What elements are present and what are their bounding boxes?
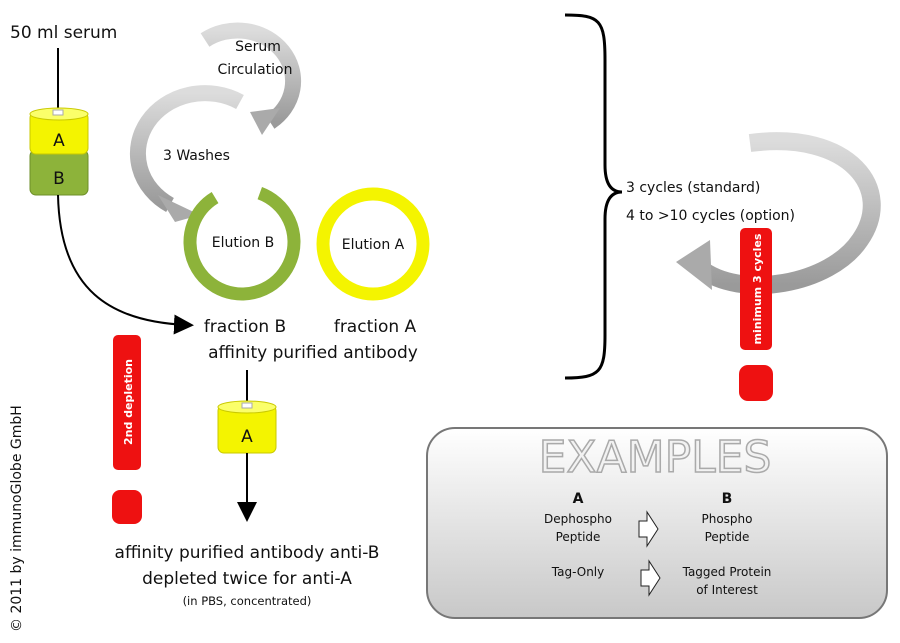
result-note: (in PBS, concentrated) bbox=[183, 594, 312, 608]
example-b-1-line2: Peptide bbox=[705, 530, 750, 544]
serum-label: Serum bbox=[235, 39, 281, 55]
warning-exclamation-icon: 2nd depletion bbox=[112, 335, 142, 524]
standard-cycles-label: 3 cycles (standard) bbox=[626, 180, 760, 196]
depletion-column-label: A bbox=[241, 427, 253, 447]
warning-exclamation-icon: minimum 3 cycles bbox=[739, 228, 773, 401]
depletion-column-a: A bbox=[217, 400, 277, 454]
option-cycles-label: 4 to >10 cycles (option) bbox=[626, 208, 795, 224]
column-label-b: B bbox=[53, 169, 65, 189]
second-depletion-label: 2nd depletion bbox=[122, 359, 135, 445]
elution-b-label: Elution B bbox=[212, 235, 274, 251]
example-a-1-line2: Peptide bbox=[556, 530, 601, 544]
result-line-1: affinity purified antibody anti-B bbox=[115, 543, 380, 563]
fraction-b-label: fraction B bbox=[204, 317, 286, 337]
arrowhead-icon bbox=[158, 195, 200, 222]
minimum-cycles-label: minimum 3 cycles bbox=[751, 233, 764, 344]
examples-box: EXAMPLES A B Dephospho Peptide Phospho P… bbox=[426, 427, 888, 619]
arrowhead-icon bbox=[676, 240, 712, 290]
elution-a-ring bbox=[316, 187, 430, 301]
bracket bbox=[564, 13, 623, 380]
example-a-1-line1: Dephospho bbox=[544, 512, 612, 526]
elution-a-label: Elution A bbox=[342, 237, 405, 253]
examples-title: EXAMPLES bbox=[539, 432, 772, 483]
washes-arrow bbox=[129, 85, 244, 213]
circulation-label: Circulation bbox=[218, 62, 293, 78]
affinity-column-ab: A B bbox=[29, 107, 89, 196]
examples-col-b: B bbox=[722, 491, 733, 507]
result-line-2: depleted twice for anti-A bbox=[142, 569, 352, 589]
fraction-a-label: fraction A bbox=[334, 317, 417, 337]
example-b-2-line2: of Interest bbox=[696, 583, 758, 597]
serum-circulation-arrow bbox=[200, 22, 302, 129]
column-label-a: A bbox=[53, 131, 65, 151]
copyright-label: © 2011 by immunoGlobe GmbH bbox=[9, 405, 25, 632]
examples-col-a: A bbox=[573, 491, 584, 507]
example-b-2-line1: Tagged Protein bbox=[682, 565, 772, 579]
flow-arrow-to-fraction-b bbox=[57, 194, 194, 335]
right-arrow-icon bbox=[640, 559, 661, 597]
example-a-2: Tag-Only bbox=[551, 565, 604, 579]
arrowhead-icon bbox=[250, 108, 280, 135]
example-b-1-line1: Phospho bbox=[702, 512, 753, 526]
washes-label: 3 Washes bbox=[163, 148, 230, 164]
fraction-caption: affinity purified antibody bbox=[208, 343, 418, 363]
serum-source-label: 50 ml serum bbox=[10, 23, 117, 43]
right-arrow-icon bbox=[638, 510, 659, 548]
